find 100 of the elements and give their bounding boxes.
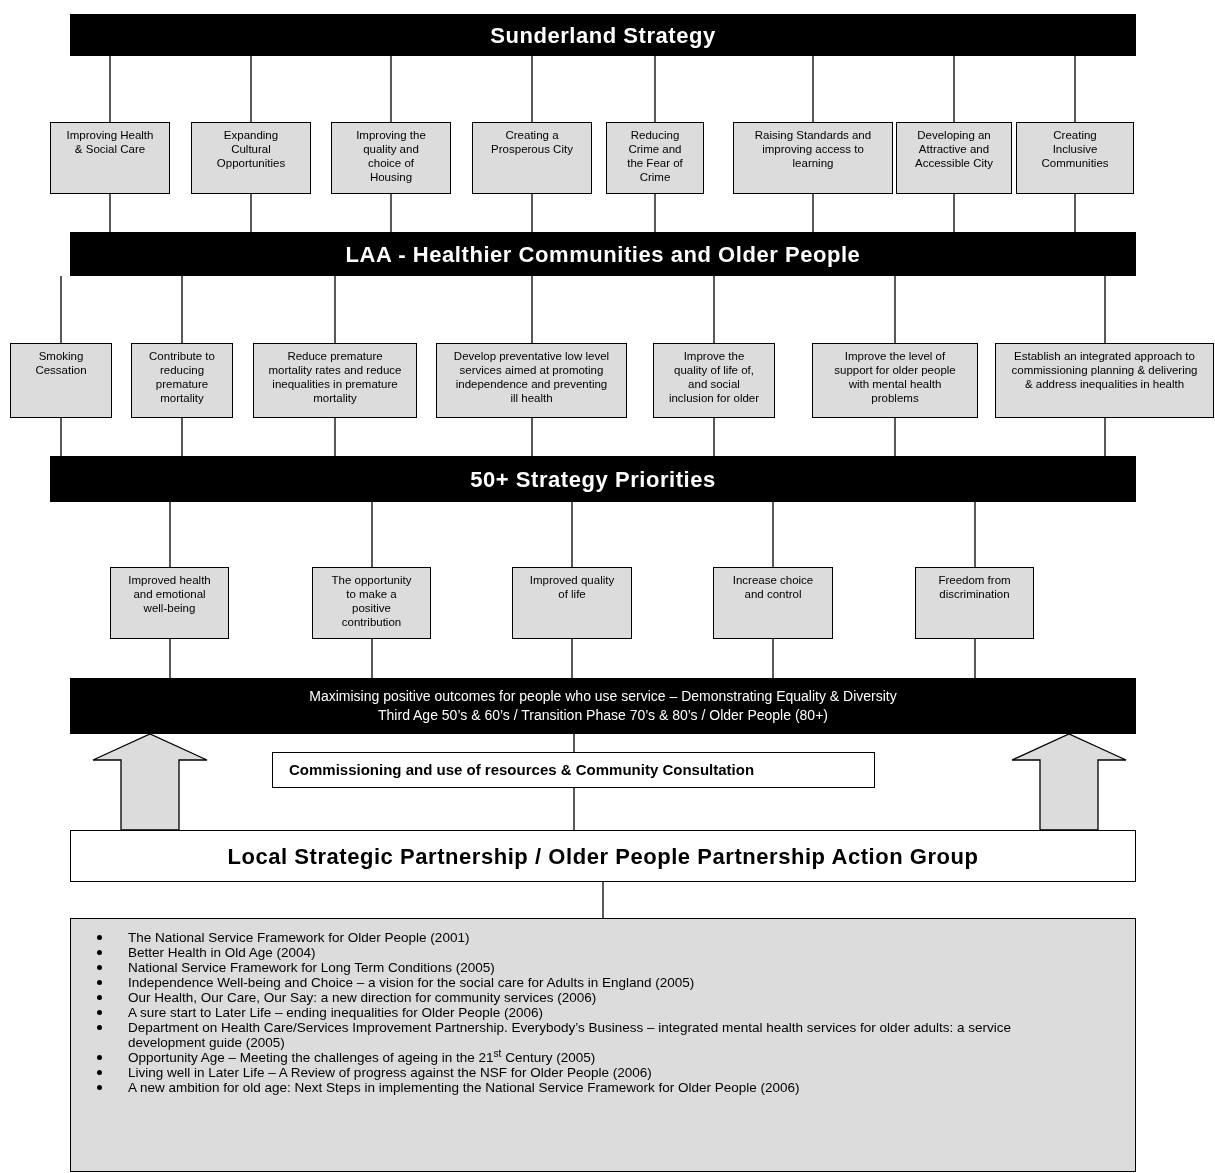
list-item: National Service Framework for Long Term Conditions (2005) (128, 960, 495, 975)
box-label: Improved health and emotional well-being (127, 573, 212, 615)
connector-line (974, 501, 976, 568)
heading-text: Sunderland Strategy (490, 21, 716, 50)
process-box (653, 343, 775, 418)
connector-line (654, 193, 656, 233)
list-item: A new ambition for old age: Next Steps in implementing the National Service Framework for Older People (2006) (128, 1080, 800, 1095)
heading-text: Commissioning and use of resources & Community Consultation (289, 759, 755, 780)
connector-line (531, 193, 533, 233)
connector-line (181, 275, 183, 344)
connector-line (169, 501, 171, 568)
connector-line (390, 193, 392, 233)
box-label: Reducing Crime and the Fear of Crime (626, 128, 684, 184)
connector-line (109, 55, 111, 123)
box-label: The opportunity to make a positive contribution (330, 573, 413, 629)
connector-line (531, 55, 533, 123)
process-box (606, 122, 704, 194)
connector-line (953, 55, 955, 123)
connector-line (250, 193, 252, 233)
box-label: Improve the quality of life of, and social inclusion for older (668, 349, 760, 405)
process-box (131, 343, 233, 418)
reference-list-box (70, 918, 1136, 1172)
connector-line (894, 275, 896, 344)
box-label: Developing an Attractive and Accessible City (914, 128, 994, 170)
heading-text: Maximising positive outcomes for people who use service – Demonstrating Equality & Diversity (309, 687, 897, 706)
list-item: A sure start to Later Life – ending inequalities for Older People (2006) (128, 1005, 543, 1020)
process-box (436, 343, 627, 418)
connector-line (713, 417, 715, 457)
connector-line (571, 638, 573, 679)
connector-line (371, 638, 373, 679)
connector-line (654, 55, 656, 123)
block-arrow (1011, 733, 1127, 831)
block-arrow (92, 733, 208, 831)
box-label: Creating a Prosperous City (490, 128, 574, 156)
list-item: Department on Health Care/Services Improvement Partnership. Everybody’s Business – integrated mental health services for older adults: a service development guide (2005) (128, 1020, 1012, 1050)
connector-line (573, 787, 575, 831)
connector-line (250, 55, 252, 123)
list-item: Independence Well-being and Choice – a vision for the social care for Adults in England (2005) (128, 975, 695, 990)
process-box (50, 122, 170, 194)
process-box (713, 567, 833, 639)
connector-line (181, 417, 183, 457)
heading-text: Third Age 50’s & 60’s / Transition Phase 70’s & 80’s / Older People (80+) (378, 706, 828, 725)
partnership-box (70, 830, 1136, 882)
box-label: Expanding Cultural Opportunities (215, 128, 287, 170)
heading-text: 50+ Strategy Priorities (470, 465, 716, 494)
process-box (253, 343, 417, 418)
connector-line (60, 275, 62, 344)
connector-line (602, 881, 604, 919)
box-label: Raising Standards and improving access to learning (753, 128, 873, 170)
connector-line (169, 638, 171, 679)
process-box (272, 752, 875, 788)
connector-line (713, 275, 715, 344)
connector-line (531, 417, 533, 457)
connector-line (1074, 193, 1076, 233)
connector-line (1074, 55, 1076, 123)
box-label: Improved quality of life (528, 573, 616, 601)
box-label: Increase choice and control (731, 573, 815, 601)
list-item: Better Health in Old Age (2004) (128, 945, 316, 960)
box-label: Improving Health & Social Care (65, 128, 155, 156)
heading-text: LAA - Healthier Communities and Older People (345, 240, 861, 269)
connector-line (573, 733, 575, 753)
connector-line (1104, 275, 1106, 344)
connector-line (812, 55, 814, 123)
process-box (110, 567, 229, 639)
box-label: Improving the quality and choice of Housing (355, 128, 427, 184)
process-box (995, 343, 1214, 418)
process-box (915, 567, 1034, 639)
connector-line (571, 501, 573, 568)
process-box (812, 343, 978, 418)
connector-line (390, 55, 392, 123)
heading-bar (50, 456, 1136, 502)
box-label: Reduce premature mortality rates and reduce inequalities in premature mortality (268, 349, 402, 405)
list-item: Opportunity Age – Meeting the challenges of ageing in the 21$^{st}$ Century (2005) (128, 1050, 596, 1065)
process-box (733, 122, 893, 194)
list-item: Our Health, Our Care, Our Say: a new direction for community services (2006) (128, 990, 597, 1005)
process-box (331, 122, 451, 194)
connector-line (812, 193, 814, 233)
connector-line (334, 417, 336, 457)
process-box (1016, 122, 1134, 194)
connector-line (953, 193, 955, 233)
connector-line (772, 638, 774, 679)
list-item: The National Service Framework for Older People (2001) (128, 930, 470, 945)
box-label: Smoking Cessation (34, 349, 88, 377)
connector-line (894, 417, 896, 457)
connector-line (772, 501, 774, 568)
connector-line (531, 275, 533, 344)
box-label: Improve the level of support for older people with mental health problems (833, 349, 957, 405)
connector-line (60, 417, 62, 457)
heading-text: Local Strategic Partnership / Older People Partnership Action Group (227, 842, 979, 871)
process-box (312, 567, 431, 639)
connector-line (974, 638, 976, 679)
connector-line (109, 193, 111, 233)
list-item: Living well in Later Life – A Review of progress against the NSF for Older People (2006) (128, 1065, 652, 1080)
connector-line (334, 275, 336, 344)
box-label: Develop preventative low level services aimed at promoting independence and preventing ill health (452, 349, 611, 405)
box-label: Establish an integrated approach to commissioning planning & delivering & address inequalities in health (1010, 349, 1199, 391)
process-box (472, 122, 592, 194)
connector-line (1104, 417, 1106, 457)
process-box (191, 122, 311, 194)
process-box (512, 567, 632, 639)
